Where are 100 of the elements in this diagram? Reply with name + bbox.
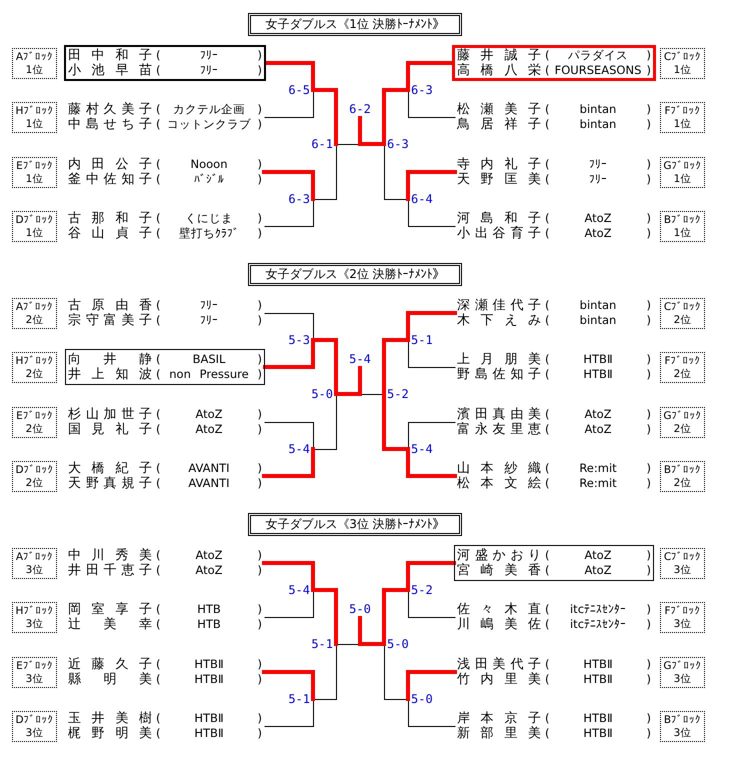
rank-label: 1位 <box>674 64 692 76</box>
bracket-line <box>408 90 456 118</box>
bracket-line <box>408 590 456 618</box>
club-name: ( ﾌﾘｰ ) <box>156 63 262 78</box>
rank-label: 1位 <box>674 172 692 186</box>
block-name: Fﾌﾞﾛｯｸ <box>664 604 701 618</box>
score-label: 5-0 <box>384 638 409 650</box>
score-label: 5-4 <box>408 442 433 456</box>
bracket-line <box>262 447 315 478</box>
player-name: 川嶋美佐 <box>457 617 541 632</box>
block-tag <box>660 548 705 579</box>
block-tag <box>12 352 57 383</box>
bracket-line <box>264 313 314 341</box>
player-name: 浅田美代子 <box>457 657 541 672</box>
block-tag <box>12 602 57 633</box>
block-name: Dﾌﾞﾛｯｸ <box>15 464 54 476</box>
player-name: 佐々木直 <box>457 602 541 617</box>
rank-label: 3位 <box>674 618 692 630</box>
block-tag <box>12 548 57 579</box>
block-tag <box>660 602 705 633</box>
block-tag <box>12 211 57 242</box>
club-name: ( ﾌﾘｰ ) <box>156 313 262 328</box>
block-tag <box>660 711 705 742</box>
club-name: ( Re:mit ) <box>545 476 651 491</box>
club-name: ( ﾌﾘｰ ) <box>156 298 262 313</box>
club-name: ( パラダイス ) <box>545 48 651 63</box>
club-name: ( くにじま ) <box>156 211 262 226</box>
block-name: Dﾌﾞﾛｯｸ <box>15 714 54 726</box>
player-name: 大橋紀子 <box>68 461 152 476</box>
player-name: 松本文絵 <box>457 476 541 491</box>
club-name: ( HTB ) <box>156 617 262 632</box>
block-tag <box>660 407 705 438</box>
rank-label: 3位 <box>26 672 44 686</box>
club-name: ( ﾌﾘｰ ) <box>545 172 651 187</box>
block-name: Hﾌﾞﾛｯｸ <box>16 604 54 618</box>
bracket-line <box>408 699 456 727</box>
player-name: 岸本京子 <box>457 711 541 726</box>
player-name: 梶野明美 <box>68 726 152 741</box>
block-tag <box>660 352 705 383</box>
player-name: 小池早苗 <box>68 63 152 78</box>
rank-label: 3位 <box>674 564 692 576</box>
entry-frame <box>64 45 266 81</box>
club-name: ( AtoZ ) <box>156 563 262 578</box>
rank-label: 1位 <box>26 64 44 76</box>
block-tag <box>660 157 705 188</box>
club-name: ( ﾊﾞｼﾞﾙ ) <box>156 172 262 187</box>
block-name: Cﾌﾞﾛｯｸ <box>664 550 702 564</box>
club-name: ( 壁打ちｸﾗﾌﾞ ) <box>156 226 262 241</box>
bracket-line <box>262 170 315 201</box>
club-name: ( HTBⅡ ) <box>545 367 651 382</box>
score-label: 5-0 <box>349 603 371 618</box>
rank-label: 1位 <box>26 118 44 130</box>
entry-frame <box>454 545 654 581</box>
club-name: ( HTB ) <box>156 602 262 617</box>
rank-label: 3位 <box>674 672 692 686</box>
player-name: 古那和子 <box>68 211 152 226</box>
player-name: 鳥居祥子 <box>457 117 541 132</box>
player-name: 寺内礼子 <box>457 157 541 172</box>
title-banner: 女子ダブルス《1位 決勝ﾄｰﾅﾒﾝﾄ》 <box>248 13 462 36</box>
rank-label: 1位 <box>26 172 44 186</box>
block-name: Fﾌﾞﾛｯｸ <box>664 354 701 368</box>
score-label: 6-1 <box>311 138 336 150</box>
player-name: 中島せち子 <box>68 117 152 132</box>
block-name: Aﾌﾞﾛｯｸ <box>16 550 54 564</box>
club-name: ( AtoZ ) <box>545 211 651 226</box>
club-name: ( ﾌﾘｰ ) <box>156 48 262 63</box>
bracket-line <box>408 199 456 227</box>
score-label: 5-0 <box>311 388 336 400</box>
bracket-line <box>406 170 457 201</box>
player-name: 河島和子 <box>457 211 541 226</box>
club-name: ( AVANTI ) <box>156 461 262 476</box>
club-name: ( AtoZ ) <box>545 422 651 437</box>
player-name: 藤井誠子 <box>457 48 541 63</box>
rank-label: 2位 <box>26 476 44 490</box>
bracket-line <box>264 90 314 118</box>
player-name: 竹内里美 <box>457 672 541 687</box>
club-name: ( AVANTI ) <box>156 476 262 491</box>
club-name: ( HTBⅡ ) <box>156 672 262 687</box>
score-label: 5-1 <box>288 692 313 706</box>
block-tag <box>660 102 705 133</box>
club-name: ( AtoZ ) <box>156 422 262 437</box>
club-name: ( コットンクラブ ) <box>156 117 262 132</box>
block-name: Hﾌﾞﾛｯｸ <box>16 104 54 118</box>
block-name: Fﾌﾞﾛｯｸ <box>664 104 701 118</box>
bracket-line <box>313 394 337 450</box>
club-name: ( HTBⅡ ) <box>545 672 651 687</box>
club-name: ( HTBⅡ ) <box>156 711 262 726</box>
bracket-line <box>406 670 457 701</box>
player-name: 松瀬美子 <box>457 102 541 117</box>
rank-label: 3位 <box>674 726 692 740</box>
club-name: ( Re:mit ) <box>545 461 651 476</box>
bracket-line <box>384 644 409 700</box>
player-name: 玉井美樹 <box>68 711 152 726</box>
block-name: Bﾌﾞﾛｯｸ <box>664 714 702 726</box>
score-label: 6-2 <box>349 103 371 118</box>
player-name: 小出谷育子 <box>457 226 541 241</box>
bracket-line <box>264 422 314 450</box>
rank-label: 1位 <box>26 226 44 240</box>
block-tag <box>660 657 705 688</box>
bracket-line <box>262 670 315 701</box>
